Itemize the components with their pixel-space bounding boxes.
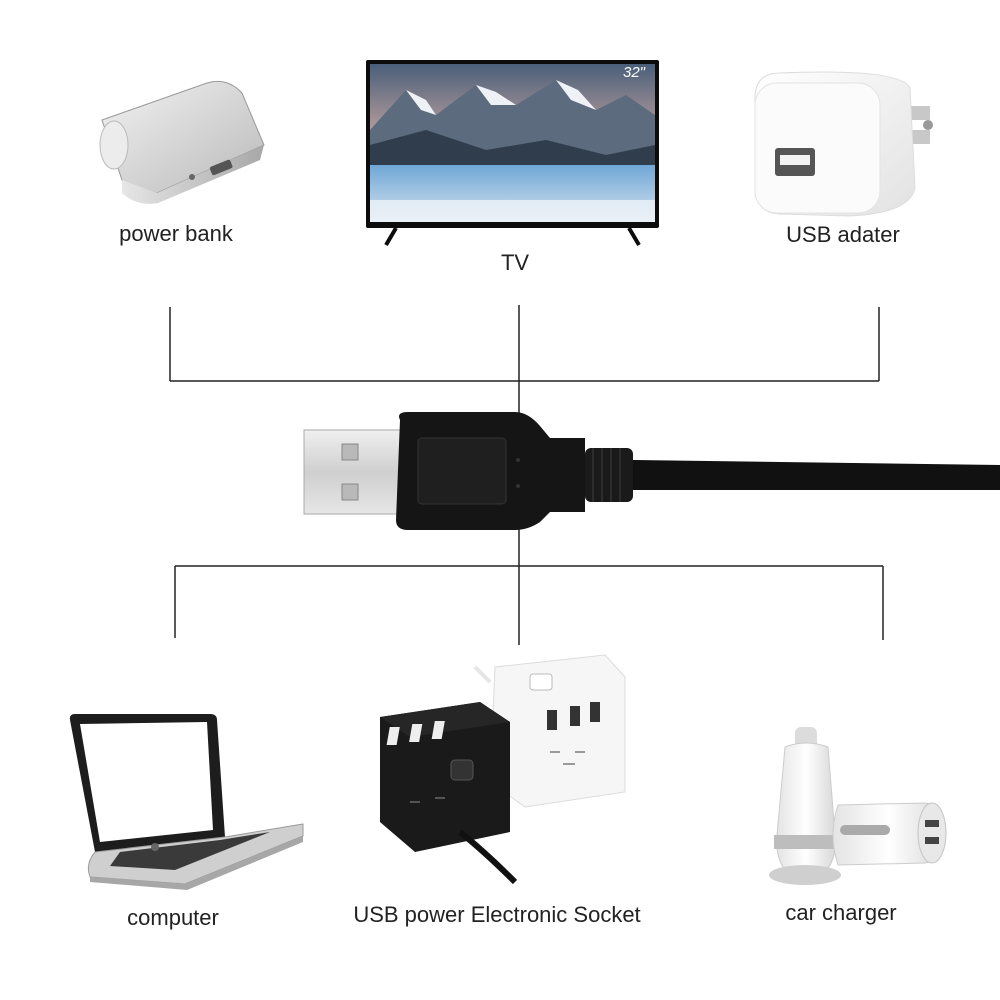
usb-adapter-label: USB adater [786, 222, 900, 247]
computer-label: computer [127, 905, 219, 930]
usb-cable-icon [303, 412, 1000, 530]
tv-size-badge: 32" [622, 64, 645, 81]
usb-socket-icon [380, 654, 626, 885]
tv-icon: 32" [366, 60, 659, 247]
power-bank-label: power bank [119, 221, 233, 246]
power-bank-icon [99, 80, 265, 204]
tv-label: TV [500, 250, 530, 275]
car-charger-icon [769, 727, 947, 885]
computer-icon [69, 714, 304, 890]
usb-adapter-icon [754, 71, 933, 217]
usb-socket-label: USB power Electronic Socket [353, 902, 641, 927]
car-charger-label: car charger [785, 900, 897, 925]
